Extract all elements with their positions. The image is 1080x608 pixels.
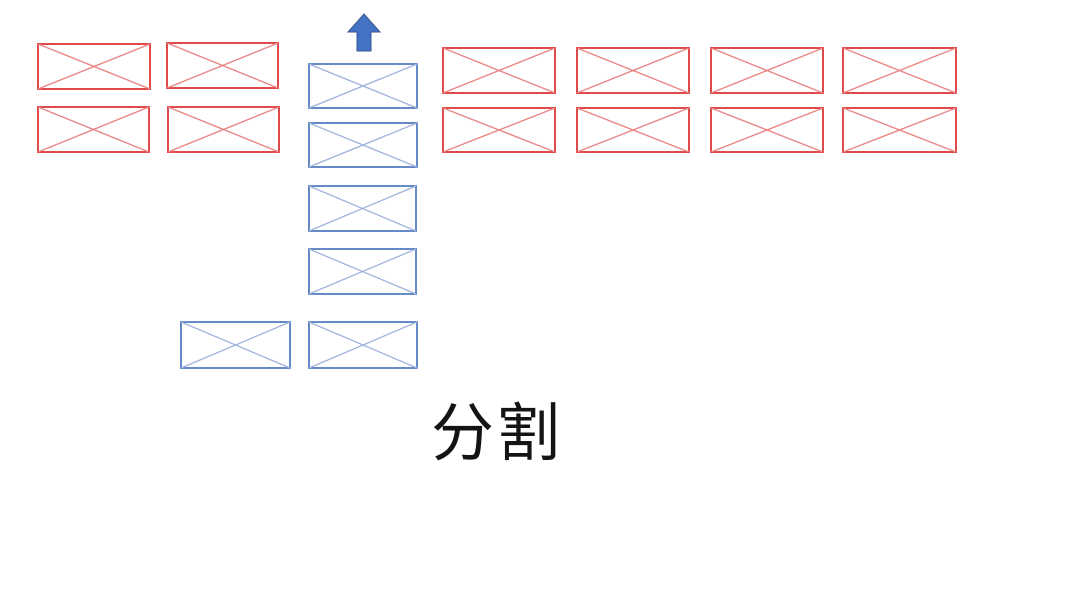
crossed-box-blue-col-4: [308, 248, 417, 295]
crossed-box-left-red-r1c2: [166, 42, 279, 89]
crossed-box-right-red-r2c4: [842, 107, 957, 153]
crossed-box-blue-col-2: [308, 122, 418, 168]
slide-title: 分割: [431, 399, 563, 469]
crossed-box-right-red-r1c3: [710, 47, 824, 94]
crossed-box-left-red-r2c1: [37, 106, 150, 153]
crossed-box-blue-col-5: [308, 321, 418, 369]
crossed-box-blue-col-1: [308, 63, 418, 109]
crossed-box-right-red-r2c2: [576, 107, 690, 153]
crossed-box-left-red-r2c2: [167, 106, 280, 153]
crossed-box-right-red-r2c1: [442, 107, 556, 153]
crossed-box-blue-col-3: [308, 185, 417, 232]
crossed-box-right-red-r1c2: [576, 47, 690, 94]
crossed-box-right-red-r1c4: [842, 47, 957, 94]
up-arrow-icon: [346, 13, 382, 52]
crossed-box-right-red-r2c3: [710, 107, 824, 153]
crossed-box-left-red-r1c1: [37, 43, 151, 90]
crossed-box-blue-bottom-left: [180, 321, 291, 369]
crossed-box-right-red-r1c1: [442, 47, 556, 94]
